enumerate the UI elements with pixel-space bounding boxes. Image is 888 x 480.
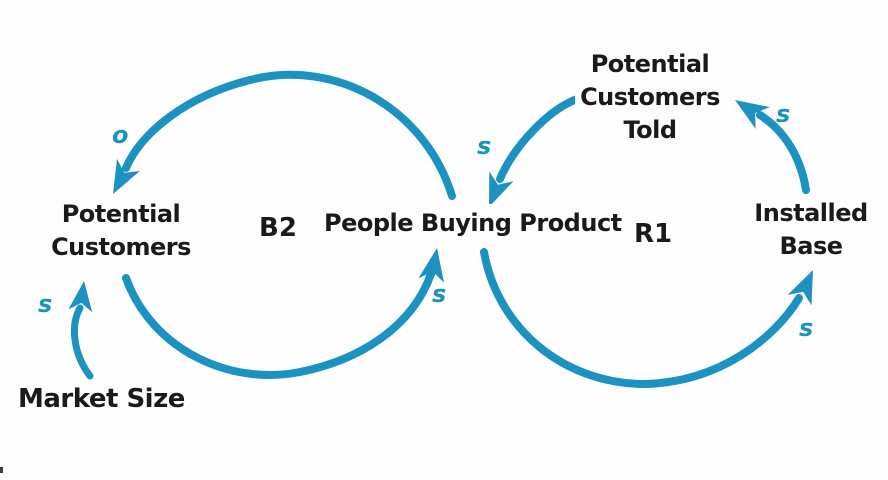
node-installed-base-line2: Base: [779, 232, 843, 260]
arrowhead-to-installed-base: [787, 270, 813, 306]
arrowhead-from-market-size: [68, 281, 93, 313]
polarity-o-people-to-potential: o: [112, 121, 129, 149]
node-potential-customers-told-line3: Told: [623, 116, 677, 144]
node-installed-base-line1: Installed: [754, 199, 868, 227]
arc-customers-told-to-people-buying: [496, 95, 581, 183]
node-potential-customers-told-line1: Potential: [590, 50, 710, 78]
polarity-s-told-to-people: s: [477, 132, 492, 160]
loop-label-b2: B2: [259, 213, 297, 243]
arrowhead-to-potential-customers: [113, 158, 140, 194]
polarity-s-market-to-potential: s: [38, 290, 53, 318]
arrowhead-to-people-buying-from-left: [418, 248, 445, 283]
node-people-buying-product: People Buying Product: [324, 204, 622, 243]
arc-people-buying-to-installed-base: [480, 248, 803, 389]
node-market-size-line1: Market Size: [18, 384, 185, 414]
arc-market-size-to-potential-customers: [71, 304, 94, 380]
arc-potential-customers-to-people-buying: [122, 270, 435, 379]
polarity-s-people-to-installed: s: [799, 314, 814, 342]
node-people-buying-product-line1: People Buying Product: [324, 209, 622, 237]
arrowhead-to-people-buying-from-top: [489, 171, 514, 207]
arc-people-buying-to-potential-customers: [122, 70, 456, 200]
stray-edge-mark: [0, 467, 3, 473]
polarity-s-potential-to-people: s: [432, 280, 447, 308]
node-potential-customers-told: Potential Customers Told: [575, 48, 725, 147]
node-installed-base: Installed Base: [742, 197, 880, 263]
arrowhead-to-customers-told: [735, 100, 770, 129]
node-market-size: Market Size: [18, 383, 185, 416]
node-potential-customers: Potential Customers: [32, 198, 210, 264]
node-potential-customers-line2: Customers: [51, 233, 191, 261]
node-potential-customers-told-line2: Customers: [580, 83, 720, 111]
polarity-s-installed-to-told: s: [776, 100, 791, 128]
arc-installed-base-to-customers-told: [756, 111, 810, 194]
loop-label-r1: R1: [633, 219, 673, 249]
node-potential-customers-line1: Potential: [61, 200, 181, 228]
